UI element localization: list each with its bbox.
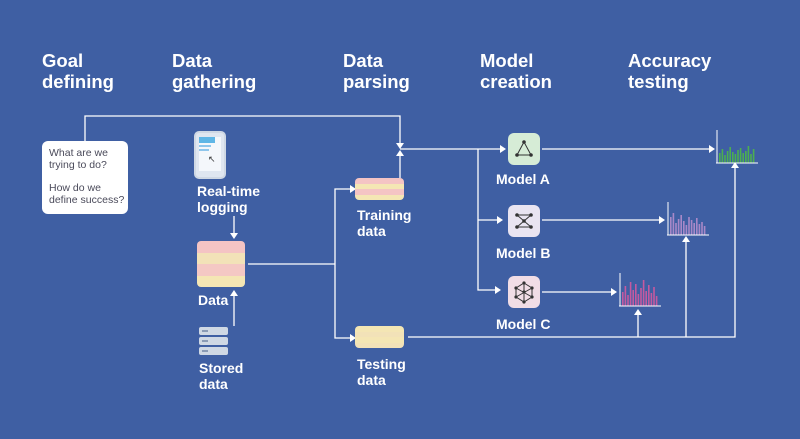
histogram-bar [675,223,677,235]
arrowhead [611,288,617,296]
histogram-bar [629,282,632,306]
triangle-network-icon [515,140,533,157]
histogram-bar [642,280,645,306]
histogram-bar [745,151,747,163]
mesh-network-icon [514,281,534,304]
histogram-bar [627,295,629,306]
arrowhead [396,150,404,156]
histogram-bar [747,146,750,163]
goal-question-box: What are we trying to do? How do we defi… [42,141,128,214]
histogram-bar [640,288,642,306]
histogram-bar [696,218,698,235]
histogram-bar [685,225,688,235]
histogram-bar [721,149,724,163]
histogram-bar [680,215,682,235]
histogram-icon-c [619,273,661,307]
histogram-bar [693,223,695,235]
histogram-bar [726,151,729,163]
histogram-bar [672,213,675,235]
histogram-bar [750,154,752,163]
database-icon [199,327,228,356]
goal-question-what: What are we trying to do? [49,147,108,171]
histogram-bar [655,296,658,306]
goal-question-success: How do we define success? [49,182,125,206]
label-model-a: Model A [496,171,550,187]
histogram-bar [690,220,693,235]
histogram-bar [624,286,627,306]
histogram-bar [622,292,624,306]
arrowhead [497,216,503,224]
histogram-bar [688,217,690,235]
cross-network-icon [515,213,533,229]
label-realtime-logging: Real-time logging [197,183,261,215]
model-b-tile [508,205,540,237]
model-a-tile [508,133,540,165]
histogram-bar [724,155,726,163]
arrowhead [230,233,238,239]
header-goal-defining: Goal defining [42,50,114,92]
histogram-bar [742,153,744,163]
arrowhead [731,162,739,168]
goal-to-parsing-wire [84,115,401,146]
arrowhead [396,143,404,149]
training-data-card [355,178,404,200]
histogram-bar [637,294,640,306]
label-stored-data: Stored data [199,360,244,392]
label-training-data: Training data [357,207,412,239]
histogram-bar [729,147,731,163]
trunk-branch-wire [477,149,498,291]
testing-return-wire [408,167,736,338]
histogram-bar [739,148,742,163]
header-data-parsing: Data parsing [343,50,410,92]
header-data-gathering: Data gathering [172,50,257,92]
data-stack-icon [197,241,245,287]
histogram-bar [719,153,721,163]
label-model-c: Model C [496,316,551,332]
histogram-bar [645,291,647,306]
arrowhead [709,145,715,153]
arrowhead [500,145,506,153]
histogram-bar [653,287,655,306]
histogram-bar [670,217,672,235]
histogram-bar [734,154,737,163]
arrowhead [350,334,356,342]
testing-data-card [355,326,404,348]
histogram-bar [683,221,685,235]
arrowhead [682,236,690,242]
histogram-bar [650,293,653,306]
split-to-training-wire [334,188,353,264]
histogram-bar [701,222,703,235]
histogram-bar [737,150,739,163]
histogram-bar [635,284,637,306]
histogram-icon-a [716,130,758,164]
histogram-bar [732,152,734,163]
header-accuracy-testing: Accuracy testing [628,50,712,92]
histogram-bar [698,224,701,235]
model-c-tile [508,276,540,308]
histogram-bar [752,149,755,163]
header-model-creation: Model creation [480,50,552,92]
arrowhead [659,216,665,224]
label-model-b: Model B [496,245,551,261]
arrowhead [495,286,501,294]
tablet-icon: ↖ [194,131,226,179]
arrowhead [350,185,356,193]
histogram-bar [703,226,706,235]
histogram-bar [632,290,634,306]
arrowhead [230,290,238,296]
split-to-testing-wire [334,264,353,339]
arrowhead [634,309,642,315]
label-data: Data [198,292,229,308]
label-testing-data: Testing data [357,356,406,388]
histogram-bar [648,285,650,306]
histogram-icon-b [667,202,709,236]
histogram-bar [677,219,680,235]
